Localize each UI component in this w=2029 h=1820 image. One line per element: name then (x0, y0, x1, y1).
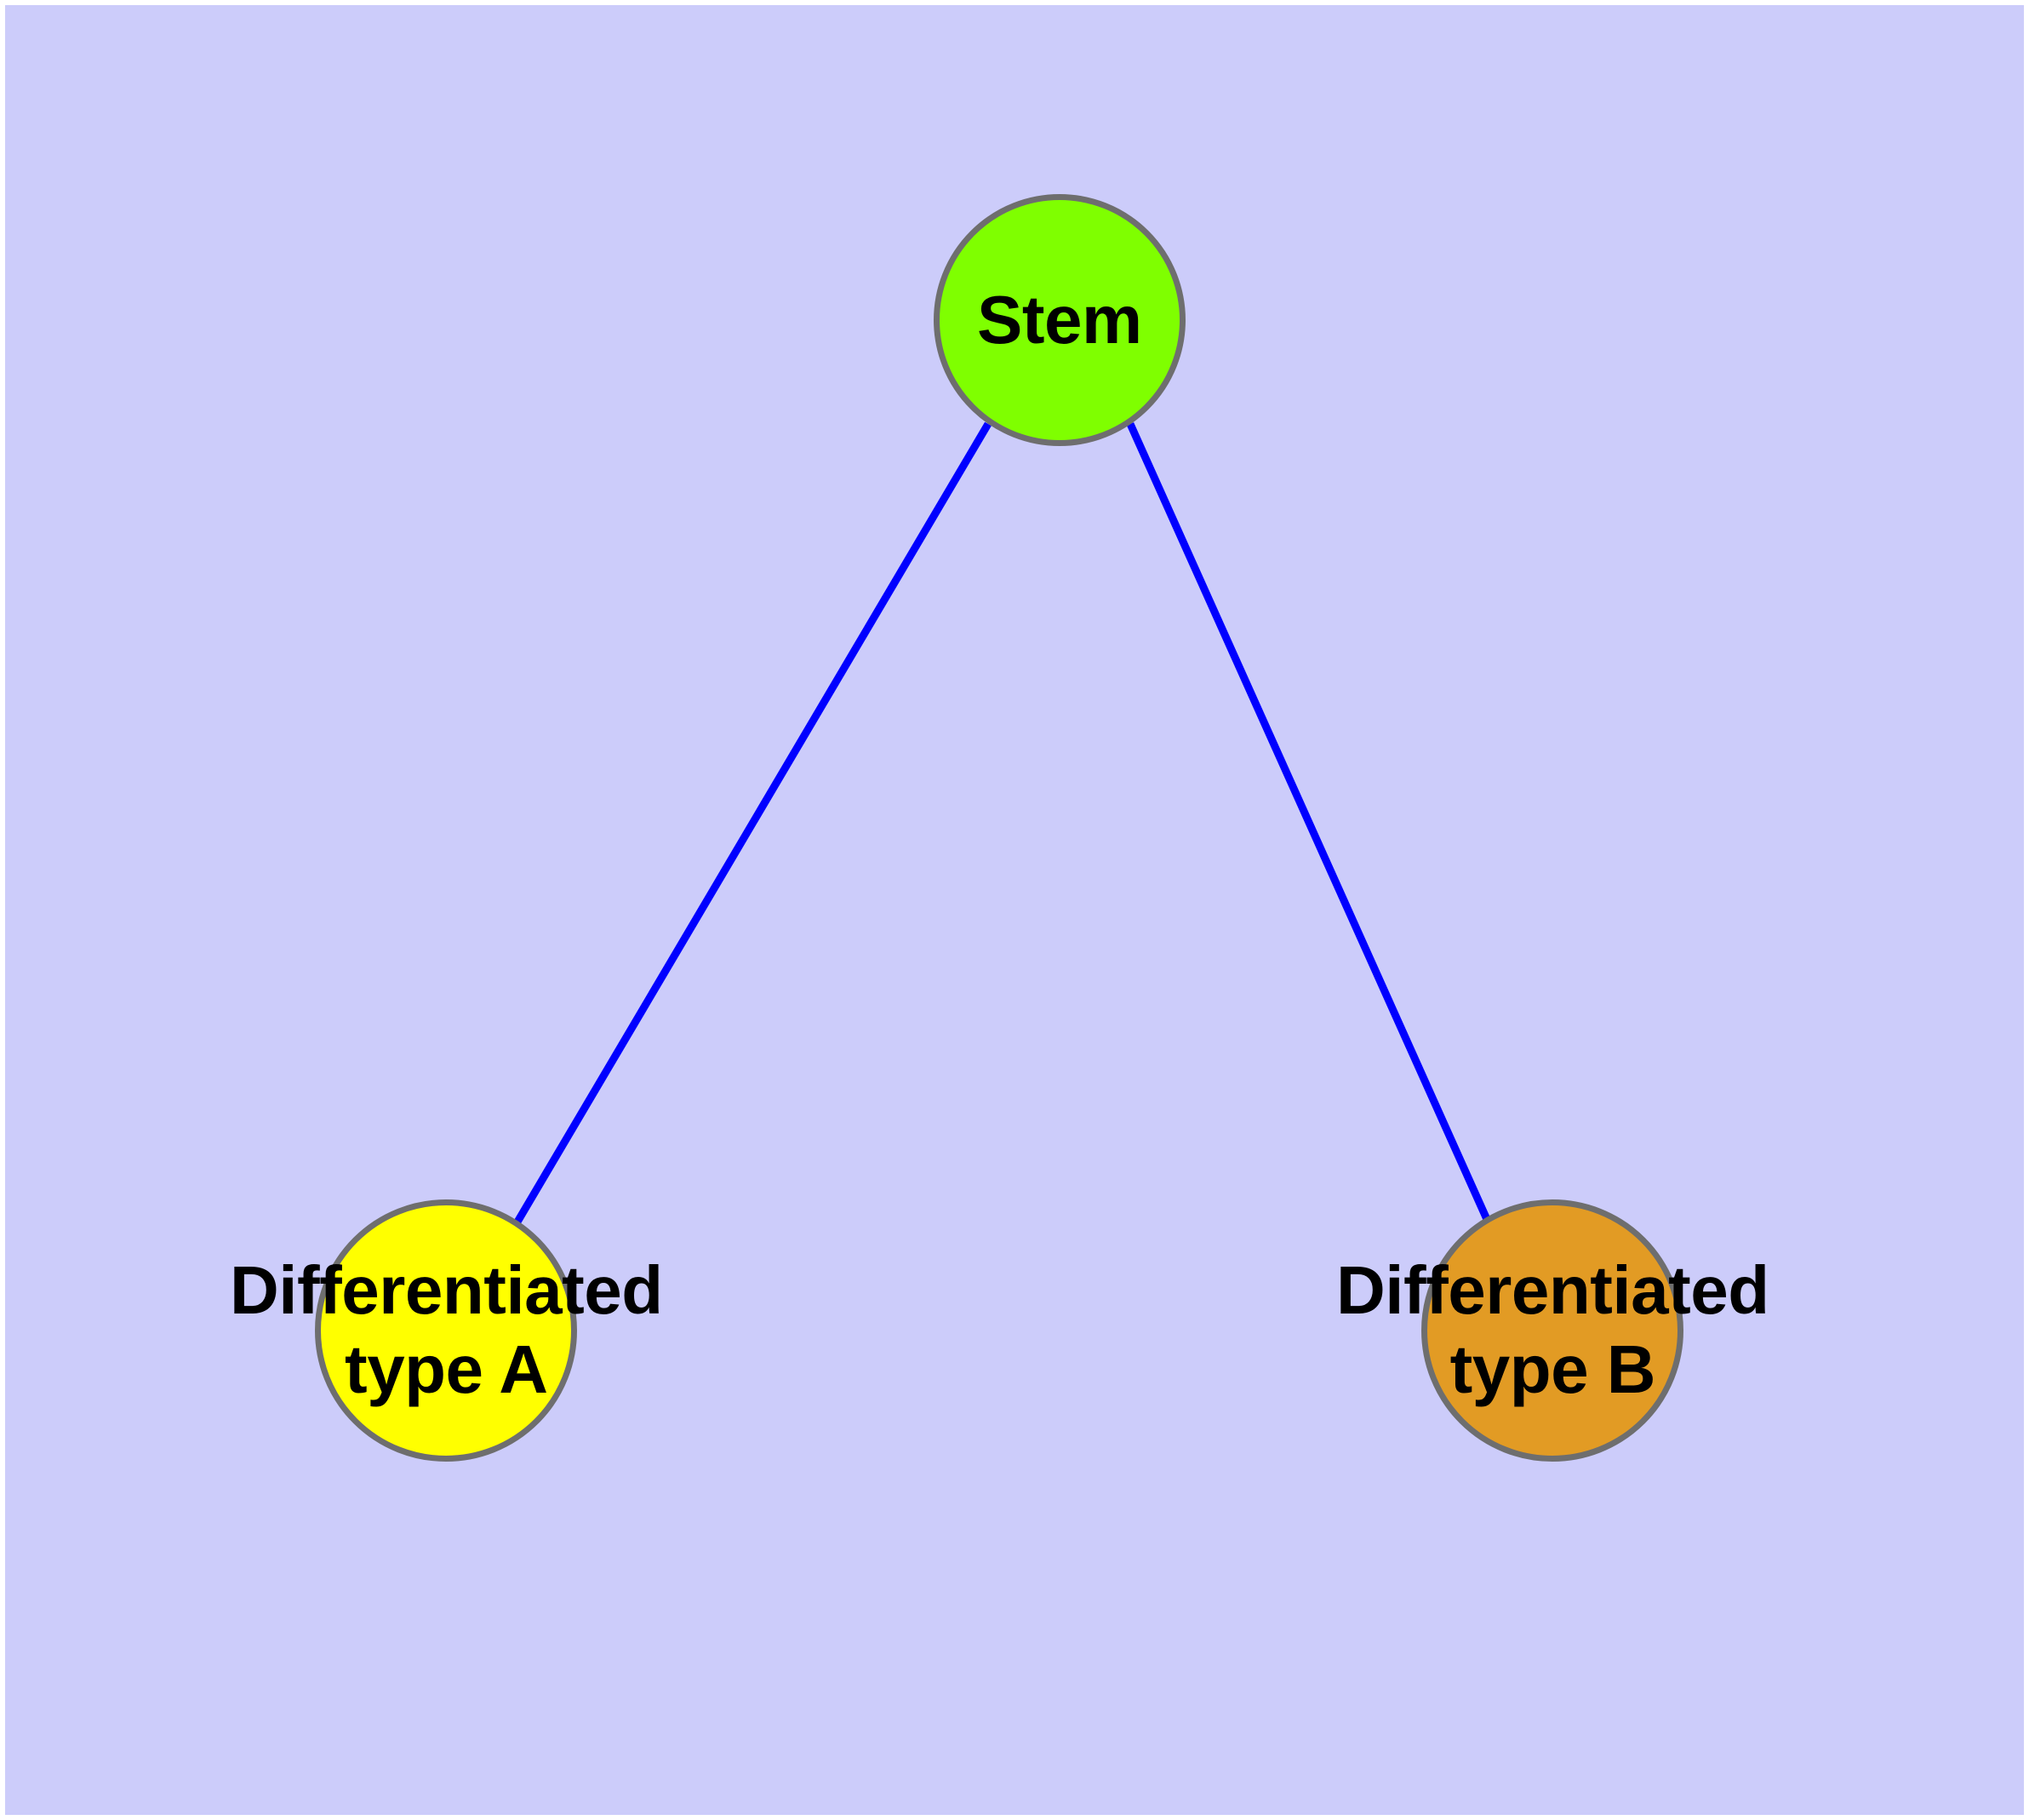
graph-node-diff_b[interactable] (1421, 1199, 1683, 1462)
graph-edge-stem-diff_b[interactable] (1126, 422, 1494, 1227)
edge-layer (513, 421, 1494, 1227)
graph-edge-stem-diff_a[interactable] (513, 421, 992, 1226)
graph-node-diff_a[interactable] (315, 1199, 577, 1462)
graph-node-stem[interactable] (934, 194, 1186, 446)
